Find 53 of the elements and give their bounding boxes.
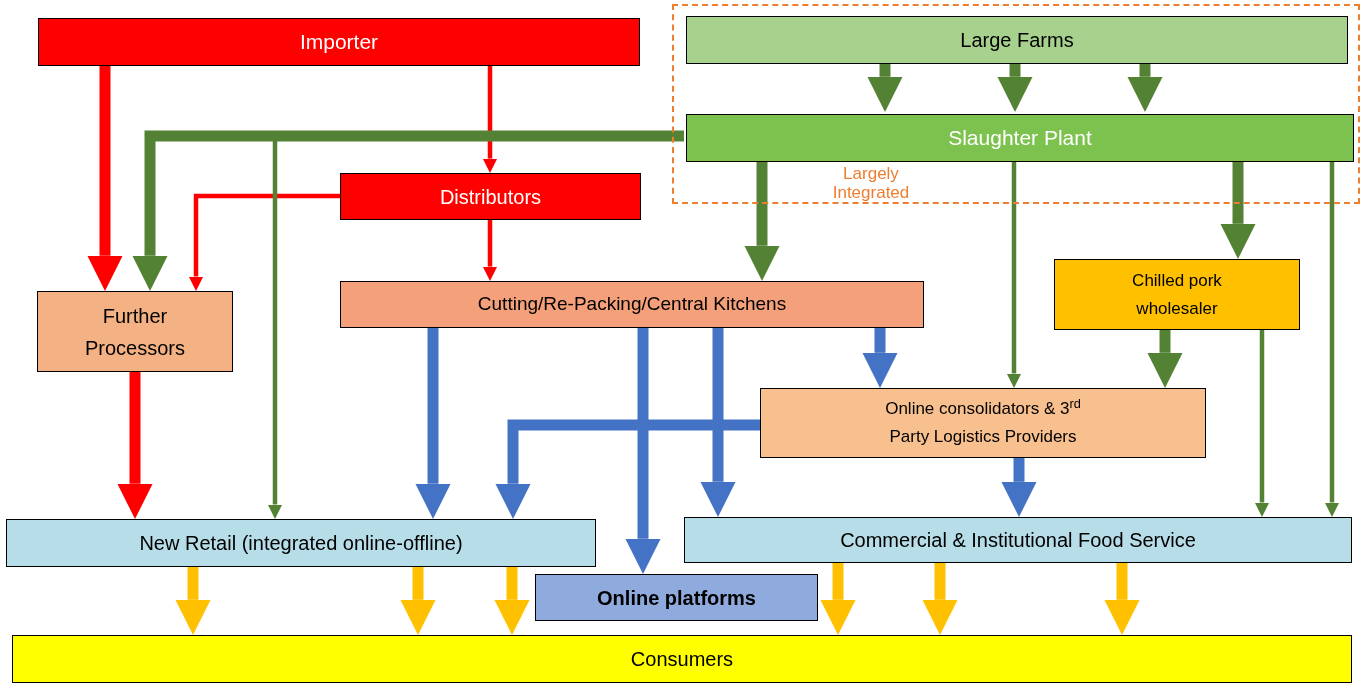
arrow bbox=[1147, 330, 1183, 388]
arrow bbox=[1104, 563, 1140, 635]
process-box bbox=[1054, 259, 1300, 330]
node-label: New Retail (integrated online-offline) bbox=[139, 531, 463, 556]
arrow bbox=[922, 563, 958, 635]
node-label: Slaughter Plant bbox=[948, 125, 1092, 152]
arrow bbox=[400, 567, 436, 635]
arrow bbox=[1006, 160, 1022, 388]
node-label: Consumers bbox=[630, 647, 734, 672]
arrow bbox=[625, 328, 661, 574]
arrow bbox=[132, 130, 684, 291]
process-box bbox=[760, 388, 1206, 458]
arrow bbox=[1254, 330, 1270, 517]
arrow bbox=[482, 220, 498, 281]
arrow bbox=[820, 563, 856, 635]
node-label: Importer bbox=[299, 29, 379, 56]
arrow bbox=[867, 62, 903, 112]
importer-box bbox=[38, 18, 640, 66]
node-label: Online consolidators & 3$^{rd}$ Party Logistics Providers bbox=[884, 395, 1082, 448]
arrow bbox=[188, 193, 340, 291]
process-box bbox=[684, 517, 1352, 563]
integration-group bbox=[672, 4, 1360, 204]
process-box bbox=[686, 114, 1354, 162]
arrow bbox=[495, 419, 760, 519]
node-label: Online platforms bbox=[597, 585, 756, 611]
arrow bbox=[117, 372, 153, 519]
arrow bbox=[1127, 62, 1163, 112]
node-label: Commercial & Institutional Food Service bbox=[840, 528, 1196, 553]
arrow bbox=[482, 66, 498, 173]
arrow bbox=[997, 62, 1033, 112]
node-label: Distributors bbox=[439, 184, 542, 210]
process-box bbox=[686, 16, 1348, 64]
arrow bbox=[87, 66, 123, 291]
process-box bbox=[535, 574, 818, 621]
node-label: Chilled pork wholesaler bbox=[1131, 269, 1223, 320]
arrow bbox=[494, 567, 530, 635]
process-box bbox=[12, 635, 1352, 683]
arrow bbox=[1324, 160, 1340, 517]
arrow bbox=[1001, 458, 1037, 517]
process-box bbox=[37, 291, 233, 372]
node-label: Cutting/Re-Packing/Central Kitchens bbox=[477, 292, 787, 317]
process-box bbox=[6, 519, 596, 567]
arrow bbox=[700, 328, 736, 517]
process-box bbox=[340, 173, 641, 220]
process-box bbox=[340, 281, 924, 328]
arrow bbox=[744, 160, 780, 281]
arrow bbox=[415, 328, 451, 519]
node-label: Further Processors bbox=[84, 303, 186, 361]
arrow bbox=[175, 567, 211, 635]
arrow bbox=[862, 328, 898, 388]
node-label: Large Farms bbox=[960, 28, 1074, 53]
group-label: Largely Integrated bbox=[831, 164, 911, 202]
arrow bbox=[1220, 160, 1256, 259]
